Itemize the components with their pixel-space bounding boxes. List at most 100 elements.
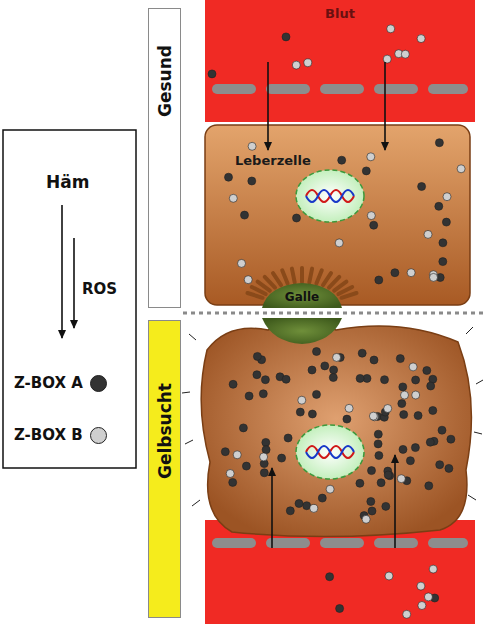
z-box-dot <box>262 438 270 446</box>
z-box-dot <box>367 153 375 161</box>
z-box-dot <box>329 374 337 382</box>
z-box-dot <box>229 380 237 388</box>
z-box-dot <box>429 407 437 415</box>
z-box-dot <box>345 404 353 412</box>
z-box-dot <box>358 349 366 357</box>
node-label: Gelbsucht <box>155 383 175 479</box>
z-box-dot <box>233 451 241 459</box>
z-box-dot <box>242 462 250 470</box>
z-box-dot <box>442 218 450 226</box>
z-box-dot <box>414 412 422 420</box>
z-box-dot <box>321 362 329 370</box>
status-bar: Gelbsucht <box>148 320 181 618</box>
bile: Galle <box>276 289 328 307</box>
z-box-dot <box>401 50 409 58</box>
z-box-dot <box>436 461 444 469</box>
status-bar: Gesund <box>148 8 181 308</box>
blood-region: Blut <box>205 0 475 62</box>
dna <box>306 190 354 202</box>
z-box-dot <box>425 482 433 490</box>
z-box-dot <box>406 457 414 465</box>
z-box-dot <box>430 273 438 281</box>
z-box-dot <box>362 167 370 175</box>
z-box-dot <box>260 453 268 461</box>
z-box-dot <box>330 366 338 374</box>
z-box-dot <box>387 25 395 33</box>
microvillus <box>309 269 312 283</box>
z-box-dot <box>391 269 399 277</box>
z-box-dot <box>370 221 378 229</box>
endothelium <box>212 84 468 94</box>
bile-canaliculus <box>262 318 342 344</box>
nucleus <box>296 425 364 479</box>
z-box-dot <box>418 183 426 191</box>
z-box-dot <box>244 276 252 284</box>
z-box-dot <box>326 573 334 581</box>
z-box-dot <box>338 156 346 164</box>
z-box-dot <box>278 454 286 462</box>
z-box-dot <box>429 565 437 573</box>
z-box-dot <box>253 352 261 360</box>
legend-swatch <box>90 375 107 392</box>
z-box-dot <box>411 444 419 452</box>
z-box-dot <box>343 415 351 423</box>
z-box-dot <box>248 142 256 150</box>
microvillus <box>323 273 331 285</box>
z-box-dot <box>384 405 392 413</box>
nucleus <box>296 170 364 222</box>
z-box-dot <box>335 239 343 247</box>
z-box-dot <box>412 391 420 399</box>
z-box-dot <box>226 470 234 478</box>
z-box-dot <box>362 515 370 523</box>
z-box-dot <box>424 230 432 238</box>
z-box-dot <box>412 376 420 384</box>
z-box-dot <box>417 35 425 43</box>
reaction-label: ROS <box>82 280 117 298</box>
z-box-dot <box>262 446 270 454</box>
endothelium <box>212 538 468 548</box>
transport-arrow <box>267 62 269 150</box>
legend-frame <box>3 130 136 468</box>
z-box-dot <box>326 485 334 493</box>
dna <box>306 446 354 458</box>
z-box-dot <box>398 400 406 408</box>
z-box-dot <box>397 475 405 483</box>
z-box-dot <box>374 430 382 438</box>
microvillus <box>273 273 281 285</box>
z-box-dot <box>367 212 375 220</box>
z-box-dot <box>403 610 411 618</box>
z-box-dot <box>308 410 316 418</box>
z-box-dot <box>375 276 383 284</box>
z-box-dot <box>401 391 409 399</box>
z-box-dot <box>229 194 237 202</box>
dna <box>306 190 354 202</box>
microvillus <box>248 293 263 298</box>
z-box-dot <box>282 33 290 41</box>
z-box-dot <box>400 411 408 419</box>
microvillus <box>265 277 275 288</box>
z-box-dot <box>439 258 447 266</box>
node-label: Gesund <box>155 45 175 117</box>
z-box-dot <box>457 165 465 173</box>
z-box-dot <box>443 193 451 201</box>
z-box-dot <box>381 376 389 384</box>
microvillus <box>316 270 321 283</box>
z-box-dot <box>375 452 383 460</box>
liver-cell: Leberzelle <box>205 150 470 300</box>
z-box-dot <box>407 269 415 277</box>
z-box-dot <box>318 494 326 502</box>
z-box-dot <box>229 478 237 486</box>
reaction-arrow <box>61 205 63 338</box>
z-box-dot <box>396 355 404 363</box>
microvillus <box>292 269 295 283</box>
separator-line <box>183 312 484 315</box>
z-box-dot <box>310 504 318 512</box>
z-box-dot <box>435 139 443 147</box>
z-box-dot <box>261 376 269 384</box>
z-box-dot <box>313 390 321 398</box>
z-box-dot <box>293 214 301 222</box>
uptake-arrow <box>394 455 396 548</box>
dna <box>306 446 354 458</box>
legend-swatch <box>90 427 107 444</box>
